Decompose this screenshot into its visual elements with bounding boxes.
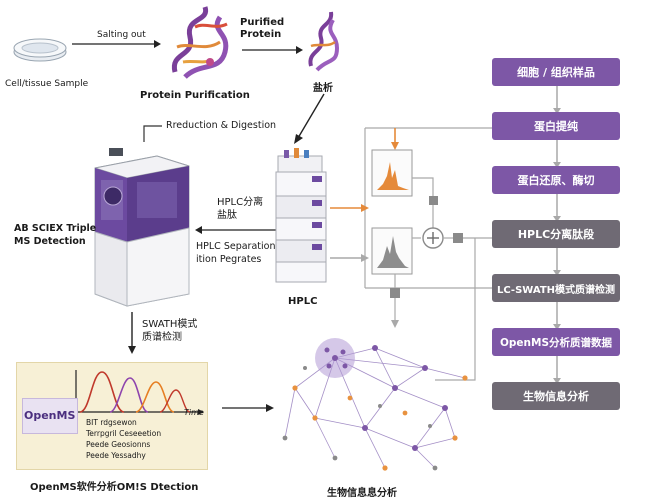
openms-line-2: Terrpgril Ceseeetion — [86, 429, 162, 438]
swath-detect-label: SWATH模式 质谱检测 — [142, 319, 198, 343]
openms-line-1: BIT rdgsewon — [86, 418, 137, 427]
step-bioinformatics: 生物信息分析 — [492, 382, 620, 410]
openms-logo-text: OpenMS — [24, 409, 76, 422]
step-cell-sample: 细胞 / 组织样品 — [492, 58, 620, 86]
yanxi-label: 盐析 — [313, 83, 333, 94]
cell-sample-label: Cell/tissue Sample — [5, 79, 89, 89]
openms-logo — [22, 398, 78, 434]
step-reduction-digestion: 蛋白还原、酶切 — [492, 166, 620, 194]
protein-structure-icon — [171, 6, 229, 79]
hplc-separation-label: HPLC Separation ition Pegrates — [196, 241, 276, 265]
arrow-sample-to-protein — [72, 40, 161, 48]
hplc-label: HPLC — [288, 296, 318, 307]
ms-detection-label: AB SCIEX Triple MS Detection — [14, 223, 97, 247]
openms-line-3: Peede Geosionns — [86, 440, 151, 449]
arrow-openms-to-network — [222, 404, 274, 412]
step-hplc-separation: HPLC分离肽段 — [492, 220, 620, 248]
hplc-instrument-icon — [275, 148, 327, 283]
arrow-ms-to-openms — [128, 312, 136, 354]
chart-xlabel: Time — [184, 408, 204, 417]
step-lc-swath: LC-SWATH模式质谱检测 — [492, 274, 620, 302]
arrow-hplc-to-ms — [195, 226, 276, 234]
chromatogram-flow — [330, 127, 495, 381]
bioinfo-bottom-label: 生物信息息分析 — [327, 488, 397, 499]
bracket-reduction — [143, 125, 162, 142]
openms-bottom-label: OpenMS软件分析OM!S Dtection — [30, 482, 199, 493]
openms-spectrum-chart — [75, 370, 204, 415]
openms-line-4: Peede Yessadhy — [86, 451, 146, 460]
purified-protein-label: Purified Protein — [240, 17, 285, 40]
step-openms: OpenMS分析质谱数据 — [492, 328, 620, 356]
arrow-protein-to-purified — [242, 46, 303, 54]
petri-dish-icon — [13, 38, 67, 62]
salting-out-label: Salting out — [97, 30, 146, 40]
hplc-fenli-label: HPLC分离 盐肽 — [217, 197, 264, 221]
arrow-purified-to-hplc — [294, 93, 325, 144]
mass-spectrometer-icon — [94, 148, 190, 307]
bioinformatics-network — [282, 338, 468, 471]
reduction-digestion-label: Rreduction & Digestion — [166, 120, 277, 131]
protein-purification-label: Protein Purification — [140, 90, 250, 101]
step-protein-extraction: 蛋白提纯 — [492, 112, 620, 140]
purified-protein-icon — [308, 11, 340, 72]
